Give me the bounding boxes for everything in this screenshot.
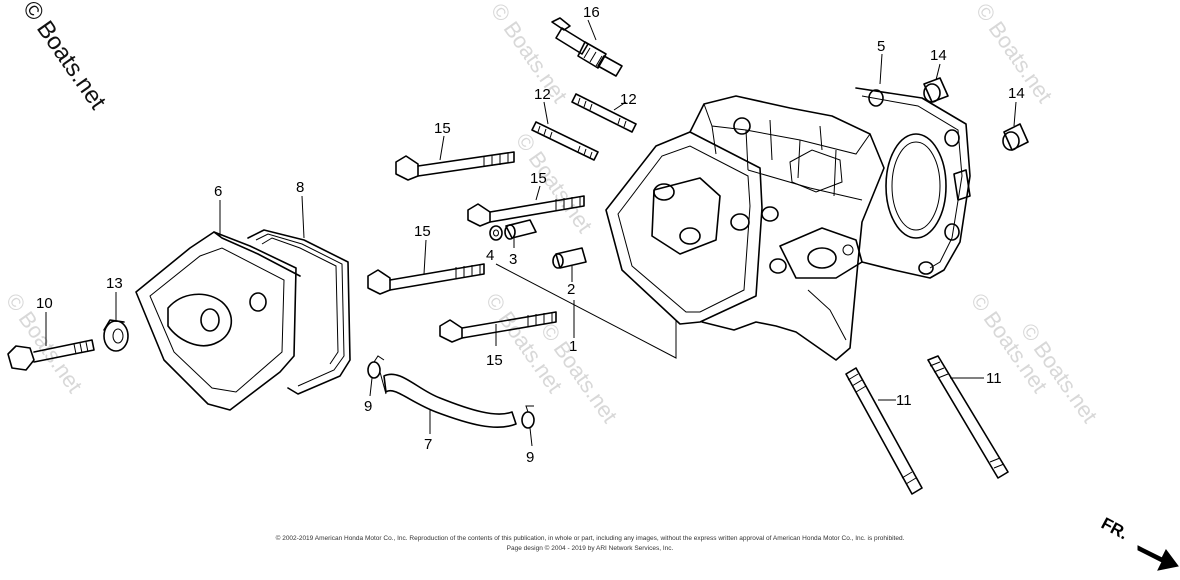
watermark-main: © Boats.net [17,0,111,115]
stud-long [927,355,1009,479]
callout-5: 5 [877,38,885,55]
head-cover [135,231,301,411]
callout-4: 4 [486,247,494,264]
stud-short [531,121,599,161]
callout-2: 2 [567,281,575,298]
washer [489,225,503,241]
callout-9: 9 [526,449,534,466]
dowel-pin [1002,123,1029,151]
cylinder-head [605,95,885,361]
callout-1: 1 [569,338,577,355]
dowel-pin-small [552,247,587,269]
front-label: FR. [1098,514,1131,544]
callout-10: 10 [36,295,53,312]
leader-lines [45,19,1017,447]
stud-long [845,367,923,495]
arrow-right-icon [1137,545,1179,571]
callout-13: 13 [106,275,123,292]
callout-11: 11 [896,392,912,409]
callout-labels: 16 12 12 5 14 14 15 15 15 15 4 3 2 1 6 8… [36,4,1025,466]
cover-bolt [7,339,95,371]
flange-bolt [467,195,585,227]
callout-15: 15 [530,170,547,187]
flange-bolt [439,311,557,343]
grommet [103,319,129,352]
callout-15: 15 [486,352,503,369]
callout-14: 14 [1008,85,1025,102]
callout-6: 6 [214,183,222,200]
dowel-pin [923,77,949,103]
callout-11: 11 [986,370,1002,387]
hose-clip [521,405,535,429]
flange-bolt [395,151,515,181]
cylinder-head-gasket [855,87,971,279]
callout-14: 14 [930,47,947,64]
breather-tube [379,371,517,429]
front-direction-indicator: FR. [1098,514,1179,571]
copyright-line: © 2002-2019 American Honda Motor Co., In… [276,534,905,542]
callout-9: 9 [364,398,372,415]
callout-3: 3 [509,251,517,268]
callout-8: 8 [296,179,304,196]
callout-15: 15 [434,120,451,137]
head-cover-gasket [247,229,351,395]
callout-15: 15 [414,223,431,240]
stud-long [571,93,637,133]
callout-12: 12 [620,91,637,108]
callout-7: 7 [424,436,432,453]
spark-plug [551,17,623,77]
flange-bolt [367,263,485,295]
page-design-line: Page design © 2004 - 2019 by ARI Network… [507,544,674,552]
callout-12: 12 [534,86,551,103]
dowel-pin-small [504,219,537,240]
hose-clip [367,355,385,379]
watermark-tile: © Boats.net [486,0,573,107]
callout-16: 16 [583,4,600,21]
copyright-footer: © 2002-2019 American Honda Motor Co., In… [276,534,905,552]
